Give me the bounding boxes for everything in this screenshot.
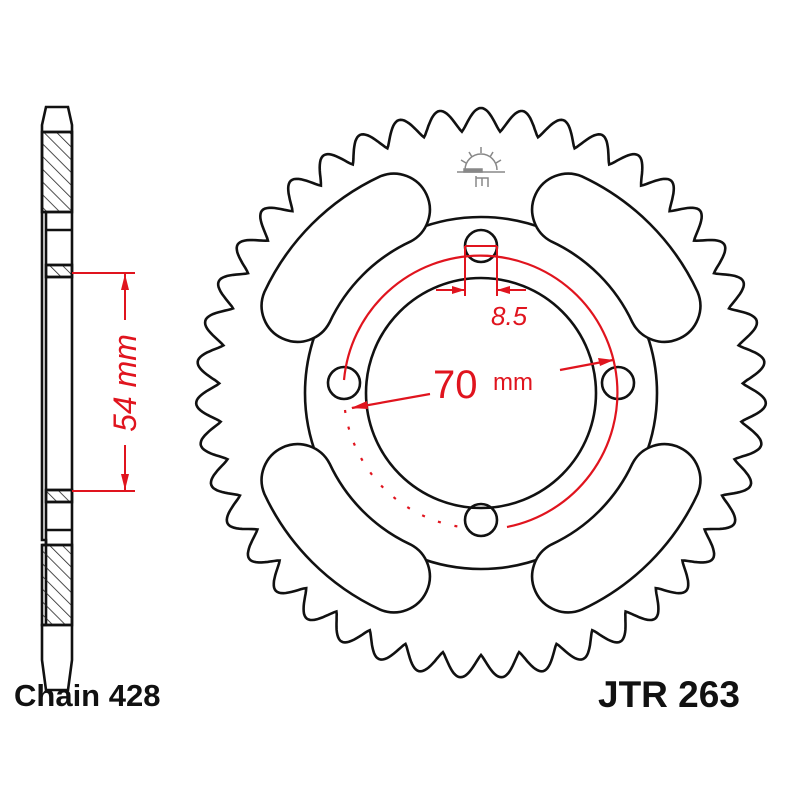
hub-height-label: 54 mm: [107, 334, 143, 432]
side-profile: [40, 105, 74, 692]
jt-sprockets-sun-logo: [457, 147, 505, 187]
hatch-bottom: [40, 543, 74, 627]
bolt-circle-unit: mm: [493, 369, 533, 396]
center-bore: [364, 276, 598, 510]
bolt-hole-bottom: [463, 502, 499, 538]
sprocket-front: [194, 106, 768, 679]
bolt-hole-label: 8.5: [491, 301, 528, 331]
hatch-lower-hub: [44, 488, 74, 504]
lightening-slot: [530, 442, 702, 614]
hub-height-dimension: [72, 272, 135, 492]
chain-size-label: Chain 428: [14, 678, 161, 713]
bolt-circle-dimension: [342, 254, 619, 530]
model-number-label: JTR 263: [598, 674, 740, 715]
lightening-slot: [530, 172, 702, 344]
lightening-slot: [260, 172, 432, 344]
bolt-circle-value: 70: [433, 363, 478, 407]
bolt-hole-dimension: [436, 245, 526, 296]
hub-circle: [303, 215, 659, 571]
bolt-hole-left: [326, 365, 362, 401]
hatch-upper-hub: [44, 263, 74, 279]
lightening-slot: [260, 442, 432, 614]
sprocket-teeth-outline: [194, 106, 768, 679]
hatch-top: [40, 130, 74, 214]
